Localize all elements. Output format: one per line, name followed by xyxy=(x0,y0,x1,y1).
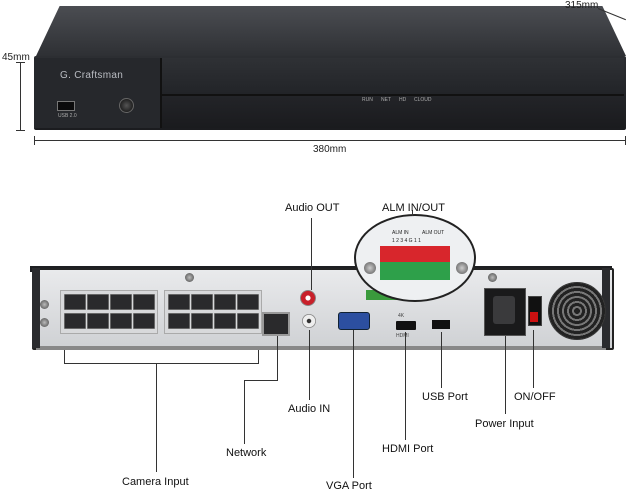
front-usb-label: USB 2.0 xyxy=(58,113,77,119)
camera-rj45-port xyxy=(87,294,109,310)
hdmi-port-label: HDMI xyxy=(396,333,409,339)
brand-logo: G. Craftsman xyxy=(60,70,124,81)
front-usb-port xyxy=(57,101,75,111)
nvr-front-face-lower xyxy=(162,96,624,128)
camera-rj45-port xyxy=(191,313,213,329)
hdmi-port xyxy=(396,321,416,330)
usb-leader xyxy=(441,332,442,388)
onoff-label: ON/OFF xyxy=(514,391,556,403)
rear-usb-port xyxy=(432,320,450,329)
height-dimension: 45mm xyxy=(2,52,30,63)
audio-out-label: Audio OUT xyxy=(285,202,340,214)
vga-port xyxy=(338,312,370,330)
camera-rj45-port xyxy=(214,294,236,310)
rear-left-bracket xyxy=(32,268,40,348)
onoff-leader xyxy=(533,330,534,388)
camera-leader xyxy=(156,364,157,472)
hdmi-4k-label: 4K xyxy=(398,313,405,319)
screw-icon xyxy=(364,262,376,274)
power-label: Power Input xyxy=(475,418,534,430)
hdmi-label: HDMI Port xyxy=(382,443,434,455)
alm-label: ALM IN/OUT xyxy=(382,202,445,214)
power-switch-rocker xyxy=(530,312,538,322)
camera-bracket-right xyxy=(258,350,259,364)
camera-rj45-port xyxy=(237,313,259,329)
width-tick-right xyxy=(625,136,626,145)
camera-bracket-left xyxy=(64,350,65,364)
nvr-front-face-upper xyxy=(162,58,624,96)
nvr-front-left-panel xyxy=(34,58,162,128)
alm-in-label: ALM IN xyxy=(392,230,409,236)
audio-in-leader xyxy=(309,330,310,400)
camera-rj45-port xyxy=(110,313,132,329)
camera-rj45-port xyxy=(191,294,213,310)
depth-dimension: 315mm xyxy=(565,0,599,11)
fan-icon xyxy=(548,282,606,340)
alm-out-label: ALM OUT xyxy=(422,230,445,236)
power-button xyxy=(119,98,134,113)
width-dimension: 380mm xyxy=(313,144,347,155)
height-tick-top xyxy=(16,62,25,63)
network-leader-v xyxy=(277,336,278,380)
screw-icon xyxy=(456,262,468,274)
camera-rj45-port xyxy=(133,294,155,310)
screw-icon xyxy=(488,273,497,282)
height-tick-bottom xyxy=(16,130,25,131)
camera-rj45-port xyxy=(64,313,86,329)
screw-icon xyxy=(40,318,49,327)
audio-in-label: Audio IN xyxy=(288,403,331,415)
camera-rj45-port xyxy=(237,294,259,310)
camera-rj45-port xyxy=(87,313,109,329)
height-line xyxy=(20,62,21,130)
audio-out-leader xyxy=(311,218,312,290)
network-leader-h xyxy=(244,380,278,381)
alm-leader xyxy=(412,210,413,216)
audio-in-jack xyxy=(302,314,316,328)
network-port xyxy=(262,312,290,336)
nvr-top-panel xyxy=(36,6,626,56)
power-input-socket xyxy=(493,296,515,324)
screw-icon xyxy=(185,273,194,282)
alm-pin-labels: 1 2 3 4 G 1 1 xyxy=(392,238,421,244)
alarm-terminal-top xyxy=(380,246,450,262)
camera-rj45-port xyxy=(64,294,86,310)
led-run-label: RUN xyxy=(362,97,373,103)
hdmi-leader xyxy=(405,332,406,440)
camera-rj45-port xyxy=(110,294,132,310)
camera-rj45-port xyxy=(133,313,155,329)
audio-out-jack xyxy=(300,290,316,306)
led-net-label: NET xyxy=(381,97,391,103)
power-leader xyxy=(505,336,506,414)
led-cloud-label: CLOUD xyxy=(414,97,432,103)
camera-rj45-port xyxy=(168,294,190,310)
network-leader-down xyxy=(244,380,245,444)
alarm-terminal-block xyxy=(380,262,450,280)
width-tick-left xyxy=(34,136,35,145)
led-hd-label: HD xyxy=(399,97,407,103)
screw-icon xyxy=(40,300,49,309)
camera-input-label: Camera Input xyxy=(122,476,189,488)
width-line xyxy=(34,140,626,141)
network-label: Network xyxy=(226,447,267,459)
camera-bracket-base xyxy=(64,363,259,364)
camera-rj45-port xyxy=(168,313,190,329)
alarm-zoom-callout: ALM IN ALM OUT 1 2 3 4 G 1 1 xyxy=(354,214,476,302)
usb-label: USB Port xyxy=(422,391,468,403)
camera-rj45-port xyxy=(214,313,236,329)
rear-right-bracket xyxy=(602,268,610,348)
vga-label: VGA Port xyxy=(326,480,372,492)
rear-bottom-edge xyxy=(36,346,606,350)
vga-leader xyxy=(353,330,354,478)
